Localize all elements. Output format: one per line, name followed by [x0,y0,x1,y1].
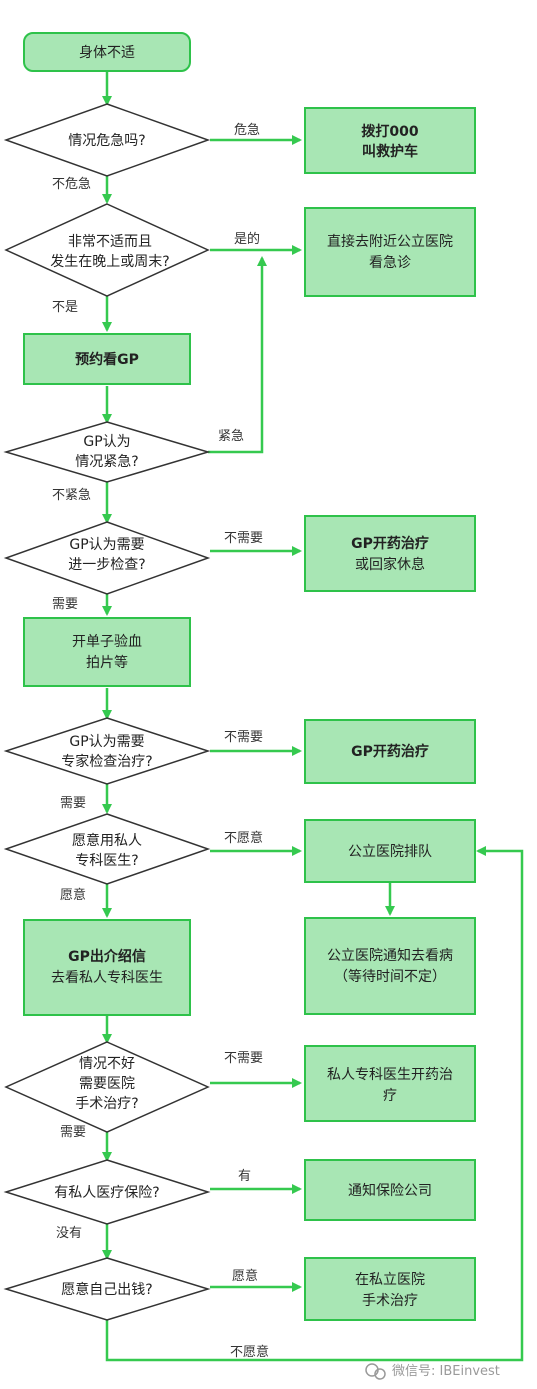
public-er-label-1: 直接去附近公立医院 [327,233,453,250]
q-specialist-diamond [3,717,211,785]
q-self-pay-diamond [3,1257,211,1321]
label-specialist-no: 不需要 [224,730,263,745]
edges [102,72,524,1362]
call-000-label-1: 拨打000 [361,123,418,140]
label-emergency-no: 不危急 [52,177,91,192]
public-notice-label-1: 公立医院通知去看病 [327,947,453,964]
q-specialist-label-1: GP认为需要 [69,734,144,750]
q-private-label-2: 专科医生? [75,853,138,869]
label-private-no: 不愿意 [224,830,263,846]
label-surgery-no: 不需要 [224,1051,263,1066]
q-gp-urgent-label-1: GP认为 [83,434,130,450]
label-further-no: 不需要 [224,531,263,546]
gp-referral-label-2: 去看私人专科医生 [51,970,163,986]
q-night-label-2: 发生在晚上或周末? [50,254,169,270]
label-private-yes: 愿意 [60,887,86,903]
q-surgery-label-2: 需要医院 [79,1076,135,1092]
gp-referral-label-1: GP出介绍信 [68,948,146,965]
node-labels: 身体不适 情况危急吗? 拨打000 叫救护车 非常不适而且 发生在晚上或周末? … [50,45,453,1309]
gp-treat-box [304,719,476,784]
gp-treat-or-rest-label-2: 或回家休息 [355,556,425,573]
q-gp-urgent-label-2: 情况紧急? [75,454,138,470]
edge-self-pay-no [105,846,524,1362]
public-queue-box [304,819,476,883]
gp-treat-label: GP开药治疗 [351,743,429,760]
q-surgery-diamond [4,1041,210,1133]
label-self-pay-yes: 愿意 [232,1268,258,1284]
book-gp-box [23,333,191,385]
label-further-yes: 需要 [52,597,78,612]
edge-labels: 危急 不危急 是的 不是 紧急 不紧急 不需要 需要 不需要 需要 不愿意 愿意… [52,123,269,1360]
public-notice-box [304,917,476,1015]
label-gp-urgent-no: 不紧急 [52,488,91,503]
private-hospital-surgery-label-2: 手术治疗 [362,1293,418,1309]
watermark-text: 微信号: IBEinvest [392,1364,500,1379]
q-further-label-1: GP认为需要 [69,537,144,553]
gp-treat-or-rest-box [304,515,476,592]
watermark: 微信号: IBEinvest [365,1363,500,1380]
wechat-icon-bubble [374,1368,386,1380]
label-specialist-yes: 需要 [60,796,86,811]
blood-xray-label-2: 拍片等 [86,654,128,671]
q-specialist-label-2: 专家检查治疗? [61,753,152,770]
public-er-label-2: 看急诊 [369,255,411,271]
q-private-specialist-diamond [3,813,211,885]
decision-diamonds [3,103,211,1321]
q-gp-urgent-diamond [3,421,211,483]
public-queue-label: 公立医院排队 [348,844,432,860]
q-self-pay-label: 愿意自己出钱? [61,1281,152,1298]
q-night-label-1: 非常不适而且 [68,234,152,250]
public-er-box [304,207,476,297]
book-gp-label: 预约看GP [75,351,139,368]
q-emergency-diamond [3,103,211,177]
q-insurance-label: 有私人医疗保险? [54,1185,159,1201]
q-further-label-2: 进一步检查? [68,557,145,573]
blood-xray-label-1: 开单子验血 [72,634,142,650]
q-surgery-label-3: 手术治疗? [75,1096,138,1112]
q-night-weekend-diamond [4,203,210,297]
blood-xray-box [23,617,191,687]
call-000-box [304,107,476,174]
label-insurance-yes: 有 [238,1169,251,1184]
label-night-yes: 是的 [234,231,260,247]
public-notice-label-2: （等待时间不定） [334,968,446,985]
label-self-pay-no: 不愿意 [230,1344,269,1360]
private-hospital-surgery-box [304,1257,476,1321]
q-private-label-1: 愿意用私人 [72,832,142,849]
start-box [23,32,191,72]
q-insurance-diamond [3,1159,211,1225]
call-000-label-2: 叫救护车 [362,143,418,160]
q-surgery-label-1: 情况不好 [79,1056,135,1072]
label-surgery-yes: 需要 [60,1125,86,1140]
q-gp-further-check-diamond [3,521,211,595]
label-night-no: 不是 [52,300,78,315]
gp-treat-or-rest-label-1: GP开药治疗 [351,535,429,552]
process-boxes [23,32,476,1321]
start-label: 身体不适 [79,45,135,61]
gp-referral-box [23,919,191,1016]
private-specialist-treat-box [304,1045,476,1122]
edge-gp-urgent-yes [208,256,267,454]
notify-insurer-label: 通知保险公司 [348,1182,432,1199]
notify-insurer-box [304,1159,476,1221]
private-specialist-treat-label-1: 私人专科医生开药治 [327,1067,453,1083]
label-emergency-yes: 危急 [234,123,260,138]
private-specialist-treat-label-2: 疗 [383,1088,397,1104]
label-insurance-no: 没有 [56,1226,82,1241]
private-hospital-surgery-label-1: 在私立医院 [355,1272,425,1288]
label-gp-urgent-yes: 紧急 [218,429,244,444]
q-emergency-label: 情况危急吗? [68,133,145,149]
